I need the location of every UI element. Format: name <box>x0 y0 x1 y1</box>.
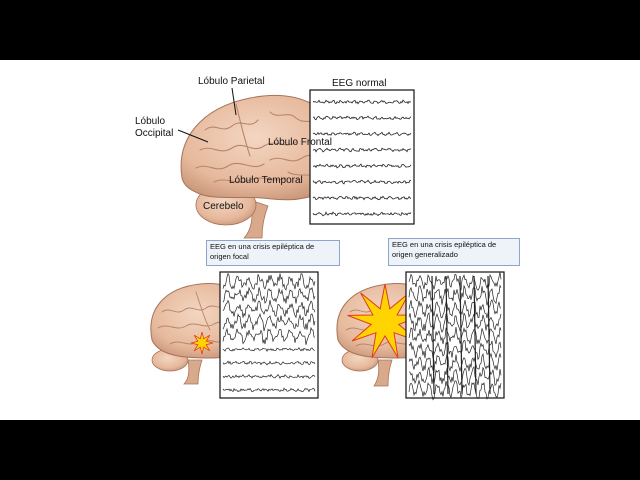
eeg-trace <box>312 147 412 153</box>
caption-generalized-line2: origen generalizado <box>392 250 458 259</box>
eeg-spike <box>459 275 463 395</box>
eeg-normal-traces <box>312 99 412 217</box>
eeg-normal-panel <box>309 89 415 225</box>
caption-generalized: EEG en una crisis epiléptica de origen g… <box>388 238 520 266</box>
caption-focal-line2: origen focal <box>210 252 249 261</box>
eeg-trace <box>222 387 316 393</box>
eeg-trace <box>222 299 316 319</box>
caption-focal-line1: EEG en una crisis epiléptica de <box>210 242 315 251</box>
eeg-focal-frame <box>219 271 319 399</box>
label-occipital-line2: Occipital <box>135 128 174 139</box>
eeg-trace <box>408 326 502 345</box>
brain-large <box>177 87 347 239</box>
letterbox-top <box>0 0 640 60</box>
eeg-trace <box>408 366 502 387</box>
eeg-trace <box>408 272 502 291</box>
eeg-spike <box>473 275 477 395</box>
eeg-trace <box>222 347 316 353</box>
label-occipital-line1: Lóbulo <box>135 116 166 127</box>
eeg-trace <box>222 326 316 345</box>
slide-panel: Lóbulo Parietal Lóbulo Occipital Lóbulo … <box>0 60 640 420</box>
eeg-generalized-panel <box>405 271 505 401</box>
eeg-trace <box>312 211 412 217</box>
eeg-trace <box>222 360 316 366</box>
eeg-trace <box>408 379 502 401</box>
eeg-spike <box>431 275 435 395</box>
brainstem-large <box>243 199 269 239</box>
eeg-trace <box>312 163 412 169</box>
caption-focal: EEG en una crisis epiléptica de origen f… <box>206 240 340 266</box>
pointer-parietal <box>231 87 237 116</box>
label-frontal: Lóbulo Frontal <box>268 137 332 148</box>
eeg-trace <box>222 286 316 304</box>
label-parietal: Lóbulo Parietal <box>198 76 265 87</box>
label-eeg-normal: EEG normal <box>332 78 387 89</box>
eeg-focal-traces <box>222 272 316 393</box>
eeg-trace <box>408 340 502 361</box>
eeg-trace <box>222 373 316 379</box>
label-cerebellum: Cerebelo <box>203 201 244 212</box>
eeg-trace <box>222 272 316 291</box>
caption-generalized-line1: EEG en una crisis epiléptica de <box>392 240 497 249</box>
eeg-trace <box>408 352 502 373</box>
eeg-trace <box>312 131 412 137</box>
brainstem-focal <box>183 359 203 385</box>
focal-seizure-star-icon <box>190 331 214 355</box>
eeg-spike <box>445 275 449 395</box>
diagram-canvas <box>150 87 505 401</box>
eeg-trace <box>312 179 412 185</box>
eeg-trace <box>312 115 412 121</box>
eeg-normal-frame <box>309 89 415 225</box>
eeg-trace <box>222 313 316 332</box>
eeg-trace <box>408 312 502 333</box>
eeg-trace <box>312 99 412 105</box>
eeg-spike <box>487 275 491 395</box>
pointer-occipital <box>177 129 209 143</box>
eeg-trace <box>408 299 502 319</box>
eeg-focal-panel <box>219 271 319 399</box>
eeg-trace <box>408 284 502 306</box>
eeg-trace <box>312 195 412 201</box>
brainstem-generalized <box>373 359 393 387</box>
label-temporal: Lóbulo Temporal <box>229 175 303 186</box>
generalized-seizure-star-icon <box>347 283 423 358</box>
eeg-generalized-traces <box>408 272 502 401</box>
letterbox-bottom <box>0 420 640 480</box>
